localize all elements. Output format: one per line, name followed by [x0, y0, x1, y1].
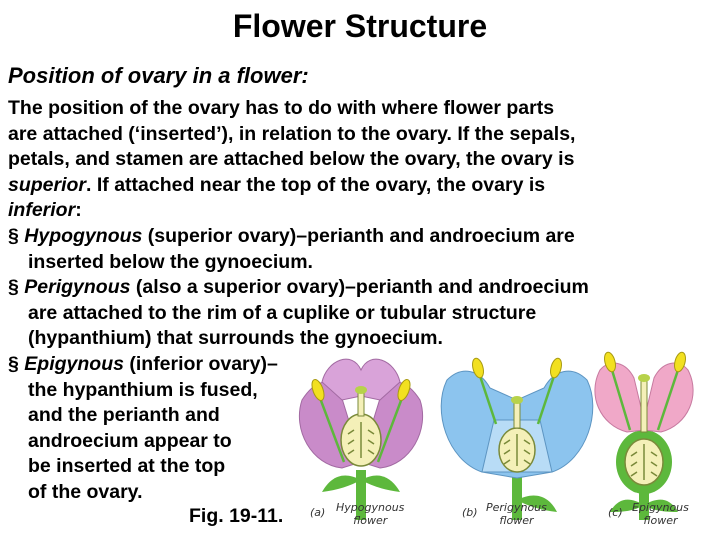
bullet-perigynous: § Perigynous (also a superior ovary)–per… — [8, 275, 712, 301]
bullet-icon: § — [8, 276, 19, 299]
intro-text: . If attached near the top of the ovary,… — [86, 173, 546, 196]
label-line: Perigynous — [486, 501, 547, 514]
epigynous-term: Epigynous — [24, 352, 124, 375]
label-letter: (c) — [608, 506, 623, 519]
perigynous-term: Perigynous — [24, 276, 131, 299]
bullet-text: (superior ovary)–perianth and androecium… — [142, 224, 575, 247]
hypogynous-flower-illustration — [298, 358, 424, 520]
bullet-text: androecium appear to — [28, 429, 232, 452]
page-title: Flower Structure — [232, 8, 488, 44]
label-line: flower — [499, 514, 534, 527]
flower-figure: (a) Hypogynous flower (b) Perigynous flo… — [282, 340, 720, 540]
bullet-text: (inferior ovary)– — [123, 352, 278, 375]
intro-line: The position of the ovary has to do with… — [8, 97, 555, 119]
bullet-text: (hypanthium) that surrounds the gynoeciu… — [28, 327, 443, 350]
bullet-epigynous: § Epigynous (inferior ovary)– — [8, 352, 712, 378]
hypogynous-label: (a) — [310, 506, 325, 519]
intro-line: superior. If attached near the top of th… — [8, 173, 712, 199]
label-letter: (b) — [462, 506, 478, 519]
bullet-icon: § — [8, 352, 19, 375]
perigynous-flower-illustration — [440, 357, 594, 520]
intro-line: are attached (‘inserted’), in relation t… — [8, 122, 576, 145]
superior-term: superior — [8, 173, 87, 196]
hypogynous-term: Hypogynous — [24, 224, 143, 247]
bullet-text: of the ovary. — [28, 480, 143, 503]
bullet-text: inserted below the gynoecium. — [28, 250, 313, 273]
flower-diagram — [298, 351, 694, 520]
epigynous-label: (c) — [608, 506, 623, 519]
bullet-text: the hypanthium is fused, — [28, 378, 258, 401]
label-line: flower — [643, 514, 678, 527]
perigynous-label: (b) — [462, 506, 478, 519]
epigynous-name: Epigynous flower — [632, 501, 689, 527]
figure-caption: Fig. 19-11. — [189, 505, 284, 527]
intro-text: : — [75, 199, 82, 222]
hypogynous-name: Hypogynous flower — [336, 501, 404, 527]
bullet-hypogynous: § Hypogynous (superior ovary)–perianth a… — [8, 224, 712, 250]
label-line: Hypogynous — [336, 501, 405, 514]
section-subtitle: Position of ovary in a flower: — [8, 63, 309, 88]
body-text: The position of the ovary has to do with… — [8, 96, 712, 506]
inferior-term: inferior — [8, 199, 76, 222]
perigynous-name: Perigynous flower — [486, 501, 547, 527]
bullet-text: be inserted at the top — [28, 455, 226, 478]
bullet-text: are attached to the rim of a cuplike or … — [28, 301, 537, 324]
intro-line: inferior: — [8, 198, 712, 224]
label-letter: (a) — [310, 506, 326, 519]
label-line: flower — [353, 514, 388, 527]
intro-line: petals, and stamen are attached below th… — [8, 148, 575, 171]
label-line: Epigynous — [632, 501, 689, 514]
bullet-icon: § — [8, 224, 19, 247]
bullet-text: and the perianth and — [28, 404, 220, 427]
bullet-text: (also a superior ovary)–perianth and and… — [130, 276, 589, 299]
epigynous-flower-illustration — [594, 351, 694, 520]
